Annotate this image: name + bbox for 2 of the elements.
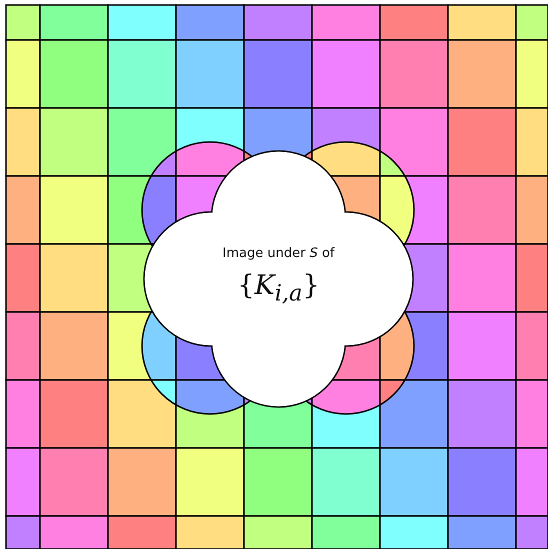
caption-text: Image under S of: [222, 246, 334, 261]
set-formula: {K$_{i,a}$}: [237, 270, 320, 306]
